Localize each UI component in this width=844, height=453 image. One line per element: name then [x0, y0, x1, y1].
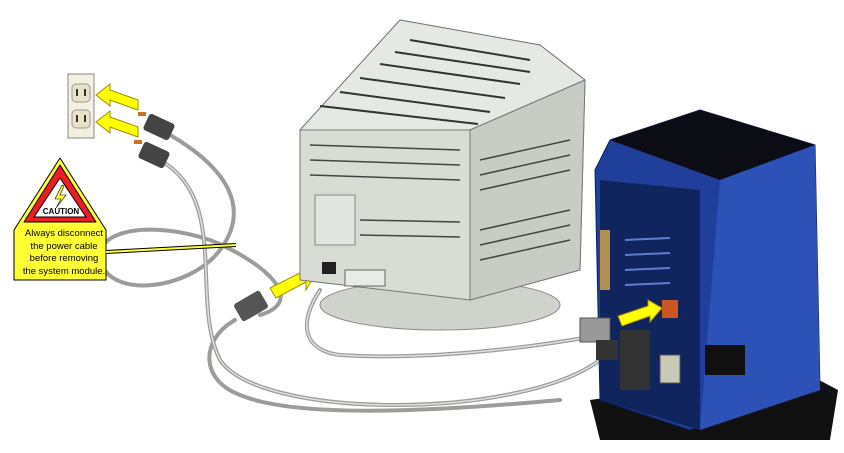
crt-monitor-rear — [298, 19, 586, 331]
caution-line: before removing — [29, 253, 99, 264]
caution-message: Always disconnect the power cable before… — [8, 228, 120, 278]
lightning-icon — [54, 184, 67, 209]
caution-line: the power cable — [30, 240, 98, 252]
caution-callout — [13, 157, 237, 281]
system-power-port — [662, 300, 678, 318]
caution-label: CAUTION — [42, 207, 80, 216]
insert-arrow-system — [617, 299, 663, 327]
insert-arrows-outlet — [95, 82, 139, 138]
caution-line: Always disconnect — [24, 228, 104, 239]
monitor-power-port — [322, 262, 336, 274]
caution-line: the system module. — [22, 265, 106, 277]
power-plugs — [134, 112, 268, 322]
system-module — [579, 109, 838, 440]
wall-outlet — [67, 73, 95, 139]
